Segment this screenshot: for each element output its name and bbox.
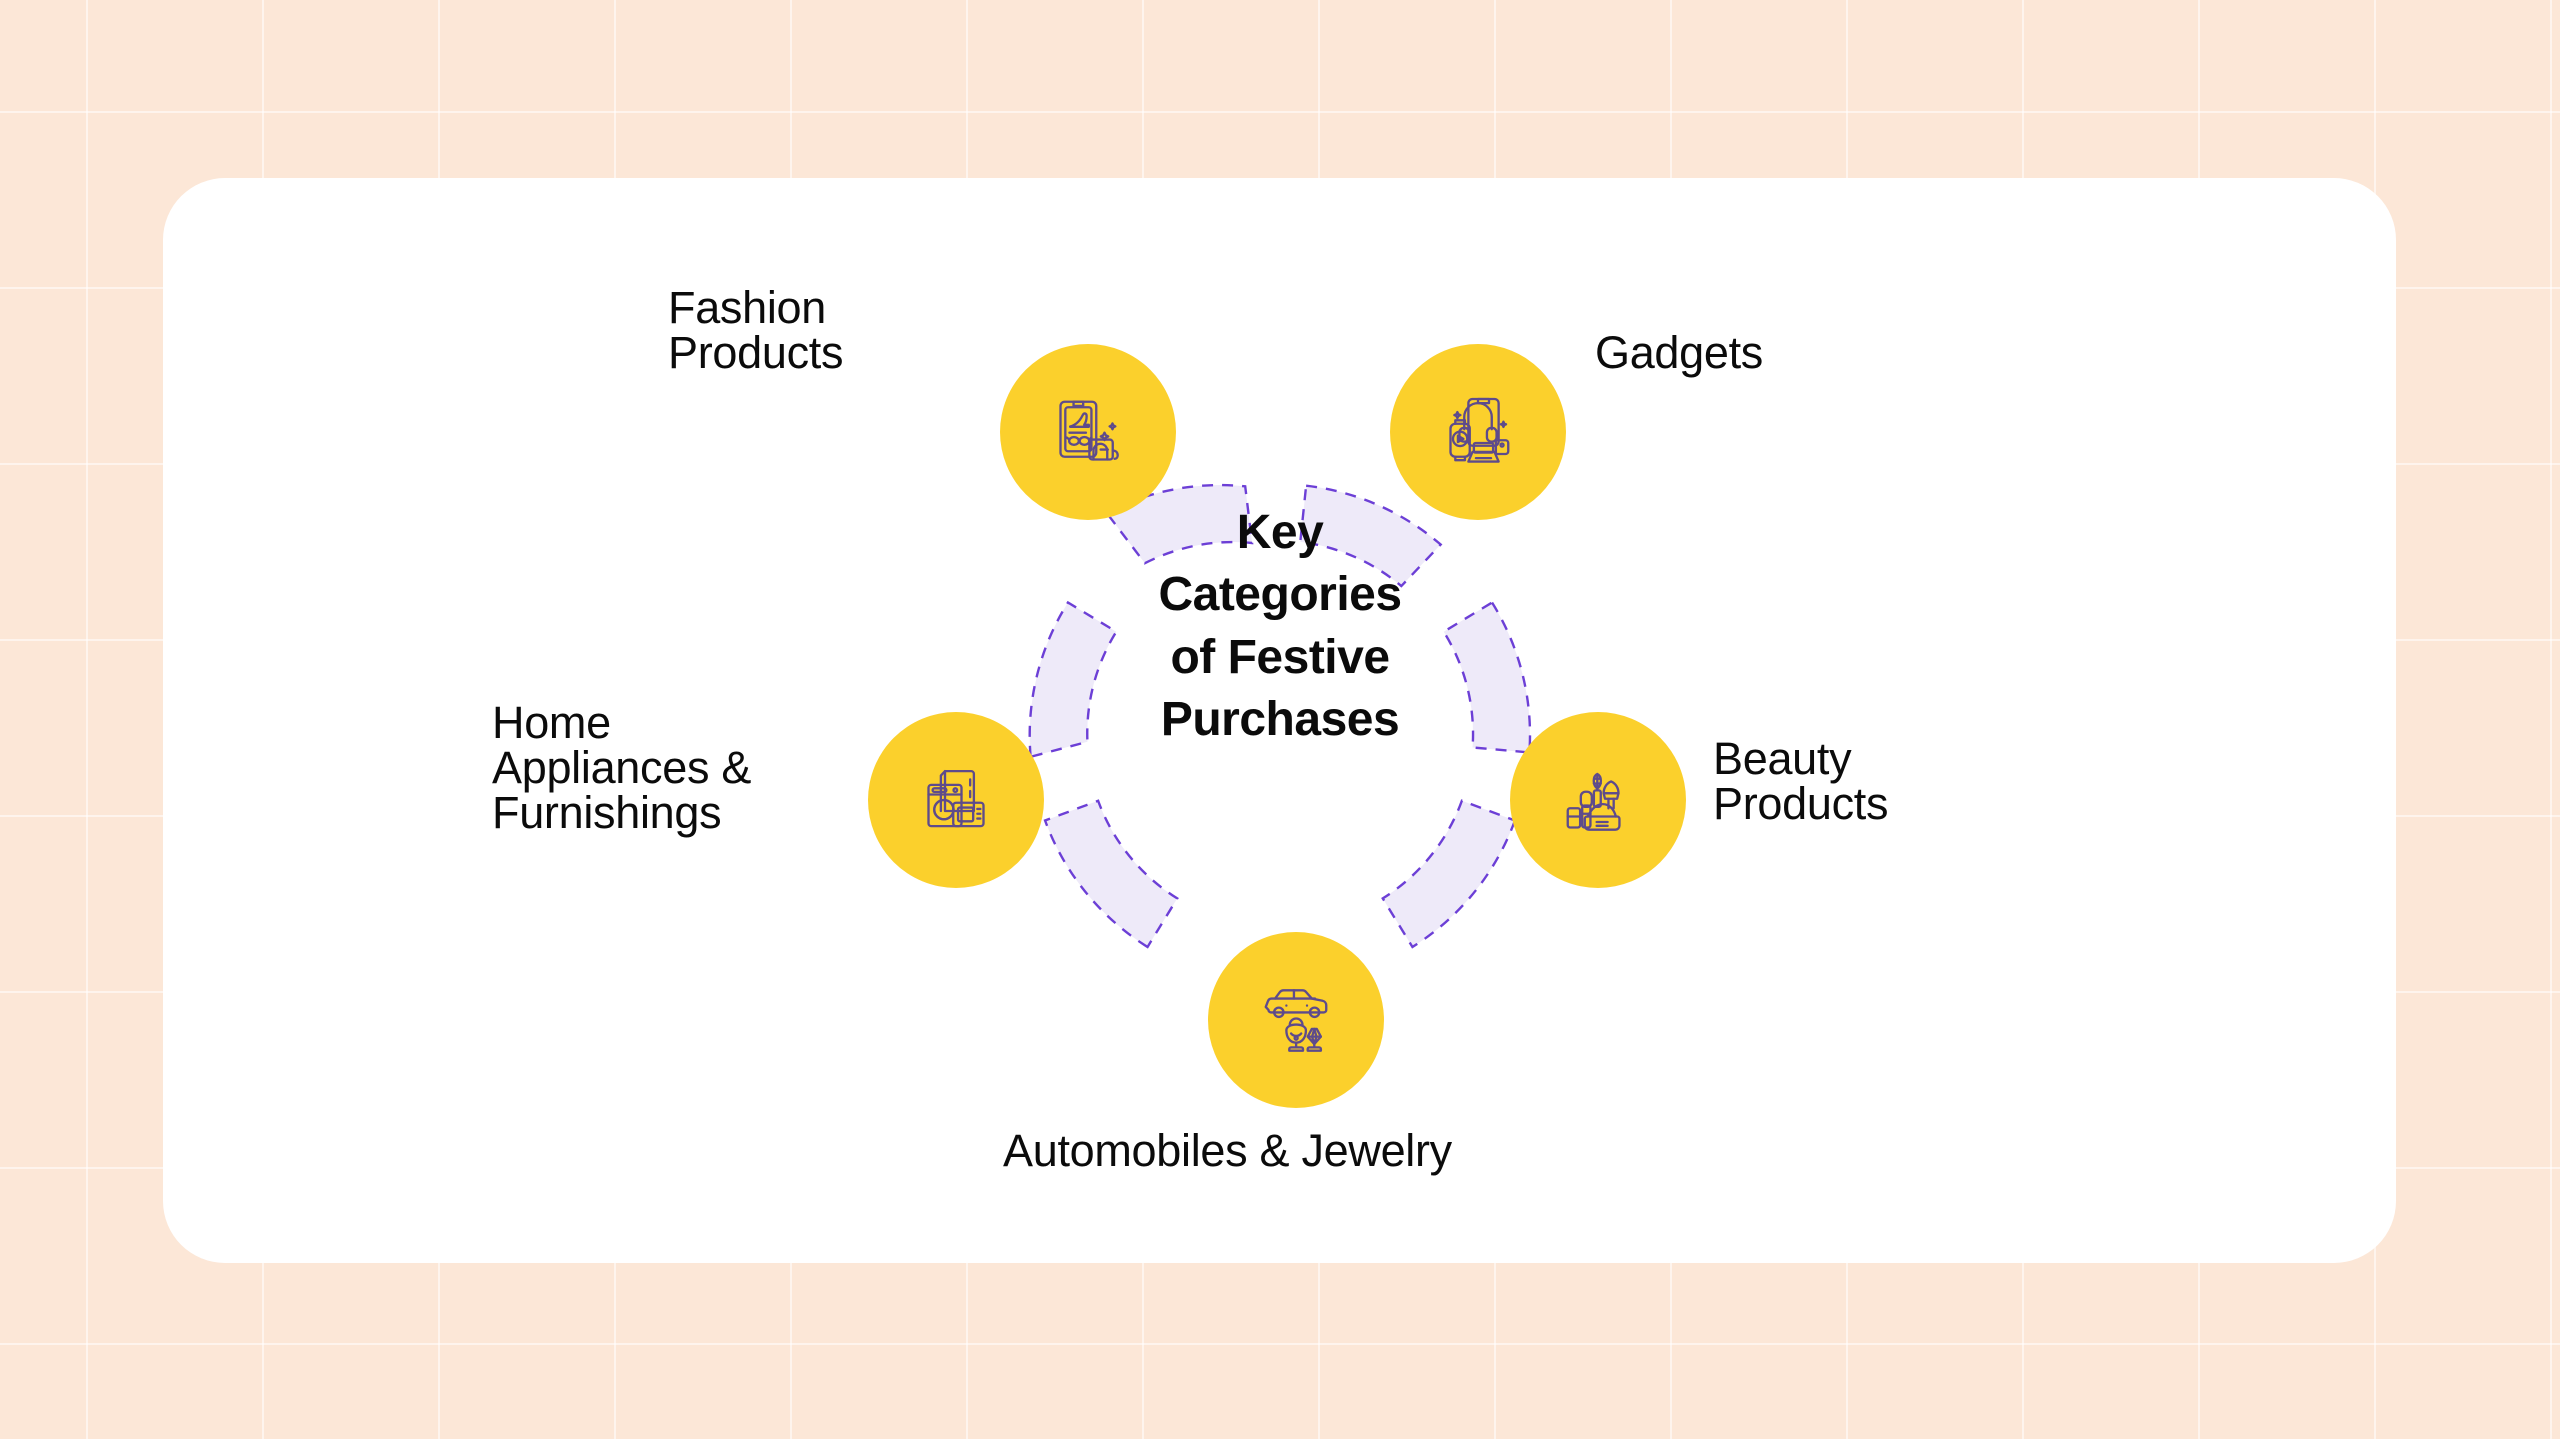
- node-label-beauty: Beauty Products: [1713, 736, 1888, 826]
- title-line: Categories: [1158, 568, 1402, 622]
- ring-segment-2: [1442, 600, 1532, 754]
- label-line: Gadgets: [1595, 327, 1764, 378]
- node-circle-beauty[interactable]: [1510, 712, 1686, 888]
- node-label-gadgets: Gadgets: [1595, 330, 1763, 375]
- beauty-products-icon: [1554, 756, 1642, 844]
- label-line: Products: [668, 327, 844, 378]
- title-line: Key: [1236, 506, 1324, 559]
- node-label-home: Home Appliances & Furnishings: [492, 700, 751, 835]
- node-circle-home[interactable]: [868, 712, 1044, 888]
- label-line: Fashion: [668, 282, 826, 333]
- node-label-automobiles: Automobiles & Jewelry: [1003, 1128, 1452, 1173]
- center-title: Key Categories of Festive Purchases: [1080, 502, 1480, 752]
- title-line: of Festive: [1170, 630, 1390, 684]
- ring-segment-3: [1381, 799, 1517, 949]
- home-appliances-icon: [912, 756, 1000, 844]
- label-line: Automobiles & Jewelry: [1003, 1125, 1452, 1176]
- ring-segments: [1028, 483, 1532, 949]
- ring-segment-1: [1298, 484, 1443, 588]
- label-line: Products: [1713, 778, 1889, 829]
- node-circle-automobiles[interactable]: [1208, 932, 1384, 1108]
- node-circle-gadgets[interactable]: [1390, 344, 1566, 520]
- automobiles-jewelry-icon: [1252, 976, 1340, 1064]
- label-line: Beauty: [1713, 733, 1852, 784]
- node-circle-fashion[interactable]: [1000, 344, 1176, 520]
- node-label-fashion: Fashion Products: [668, 285, 843, 375]
- gadgets-icon: [1434, 388, 1522, 476]
- fashion-products-icon: [1044, 388, 1132, 476]
- ring-segment-5: [1028, 600, 1118, 759]
- ring-segment-4: [1043, 799, 1179, 949]
- label-line: Furnishings: [492, 787, 722, 838]
- label-line: Home: [492, 697, 611, 748]
- title-line: Purchases: [1160, 693, 1400, 747]
- label-line: Appliances &: [492, 742, 752, 793]
